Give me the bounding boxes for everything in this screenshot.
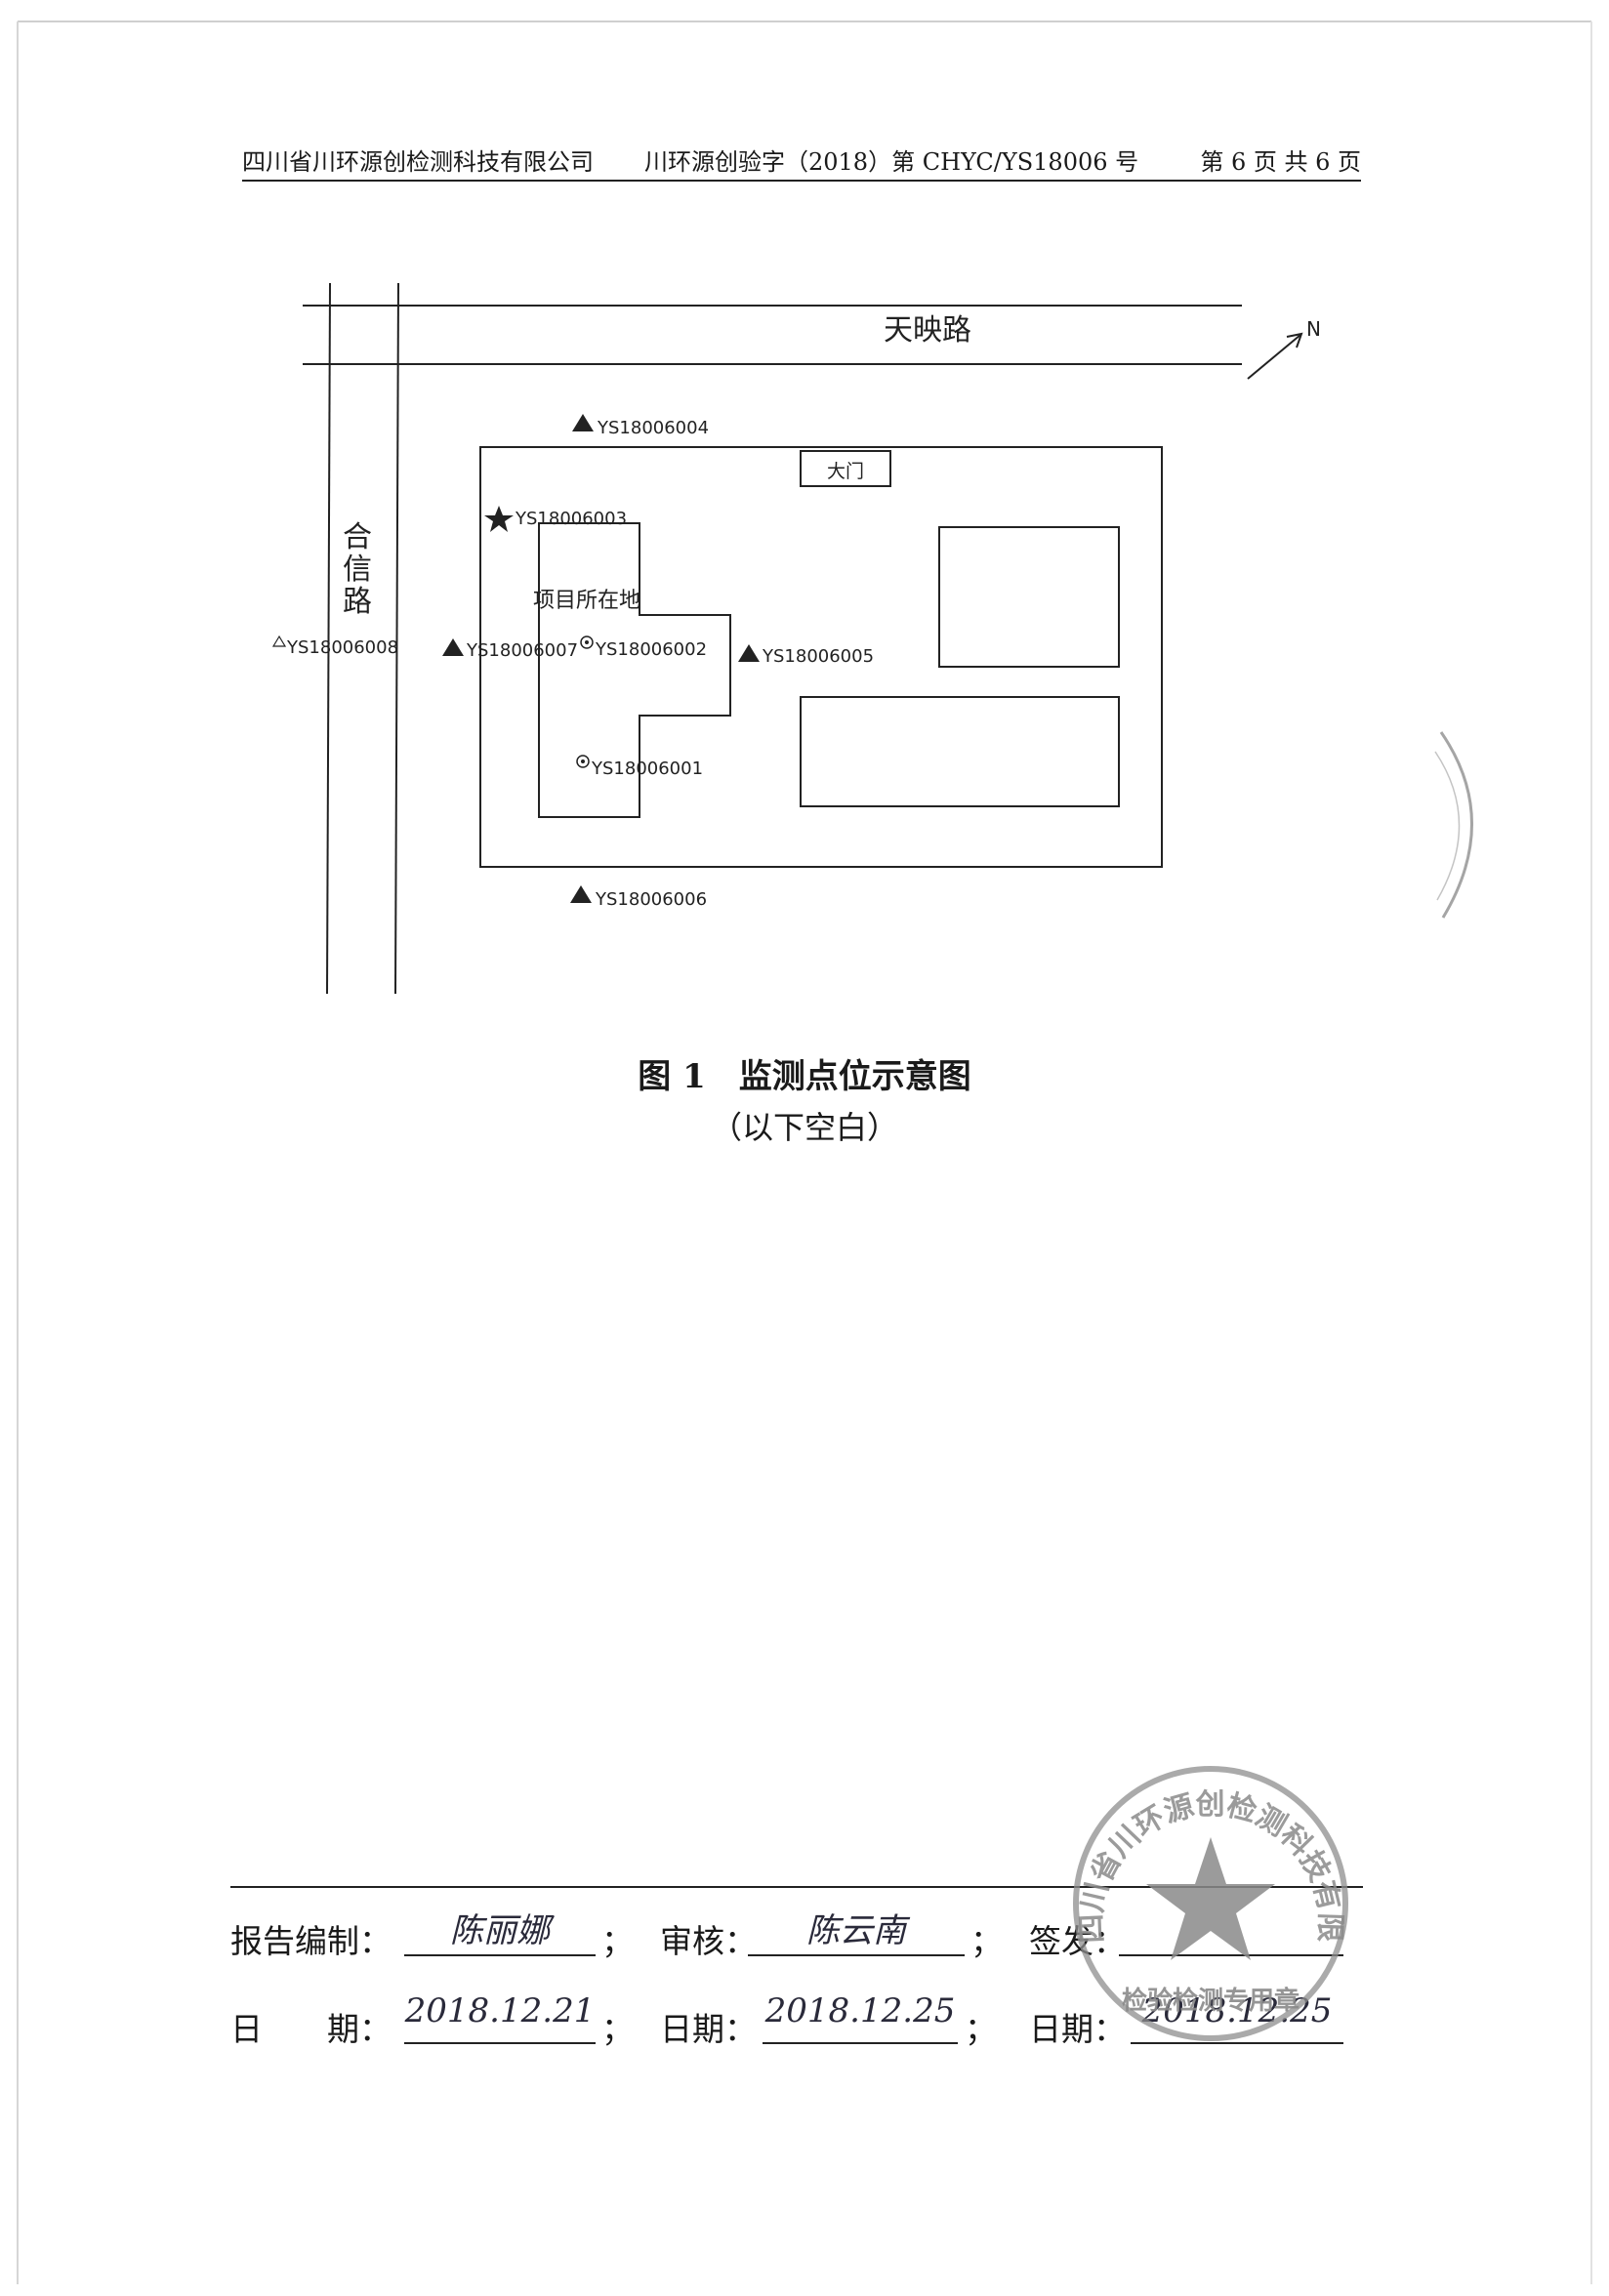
header-report-number: 川环源创验字（2018）第 CHYC/YS18006 号 — [644, 148, 1139, 176]
signoff-row-signers: 报告编制： 陈丽娜 ； 审核： 陈云南 ； 签发： — [230, 1911, 1363, 1974]
issue-signature — [1119, 1904, 1343, 1956]
road-label-tianying: 天映路 — [884, 313, 971, 348]
road-label-hexin-1: 合 — [343, 520, 372, 554]
road-hexin-left-edge — [326, 282, 331, 995]
open-triangle-point-icon — [271, 635, 287, 647]
point-label-003: YS18006003 — [515, 509, 627, 529]
north-label: N — [1306, 317, 1321, 341]
point-label-001: YS18006001 — [591, 758, 703, 779]
signoff-row-dates: 日 期： 2018.12.21 ； 日期： 2018.12.25 ； 日期： 2… — [230, 1991, 1363, 2062]
north-arrow-icon — [1247, 332, 1303, 380]
page-header: 四川省川环源创检测科技有限公司 川环源创验字（2018）第 CHYC/YS180… — [242, 137, 1361, 182]
point-label-005: YS18006005 — [762, 646, 874, 667]
point-marker-004 — [572, 414, 594, 431]
point-label-006: YS18006006 — [595, 889, 707, 910]
point-label-007: YS18006007 — [466, 640, 578, 661]
signoff-divider — [230, 1886, 1363, 1888]
official-seal-icon: 四川省川环源创检测科技有限公司 检验检测专用章 — [1064, 1757, 1348, 2041]
separator-3: ； — [601, 2010, 634, 2048]
figure-caption: 图 1 监测点位示意图 — [0, 1049, 1609, 1097]
date-compiled: 2018.12.21 — [404, 1991, 596, 2044]
partial-seal-icon — [1434, 731, 1473, 919]
date-label-review: 日期： — [660, 2010, 757, 2048]
date-label-issue: 日期： — [1029, 2010, 1126, 2048]
seal-bottom-text: 检验检测专用章 — [1122, 1986, 1300, 2016]
road-label-hexin-3: 路 — [343, 585, 372, 619]
road-hexin-right-edge — [394, 282, 399, 995]
header-page-info: 第 6 页 共 6 页 — [1200, 148, 1361, 176]
point-label-008: YS18006008 — [286, 637, 398, 658]
gate-box — [800, 450, 891, 487]
point-marker-006 — [570, 885, 592, 903]
point-label-004: YS18006004 — [597, 418, 709, 438]
circle-point-icon-001 — [576, 755, 590, 768]
compiled-by-signature: 陈丽娜 — [404, 1904, 596, 1956]
project-building-outline — [538, 522, 731, 818]
point-marker-007 — [442, 638, 464, 656]
road-label-hexin-2: 信 — [343, 553, 372, 587]
star-point-icon — [484, 506, 514, 532]
point-marker-005 — [738, 644, 760, 662]
date-issue: 2018.12.25 — [1131, 1991, 1343, 2044]
circle-point-icon-002 — [580, 636, 594, 649]
date-review: 2018.12.25 — [763, 1991, 958, 2044]
site-boundary — [479, 446, 1163, 868]
figure-title: 监测点位示意图 — [738, 1057, 971, 1096]
blank-below-note: （以下空白） — [710, 1109, 898, 1146]
separator-2: ； — [970, 1922, 1003, 1960]
building-northeast — [938, 526, 1120, 668]
point-label-002: YS18006002 — [595, 639, 707, 660]
project-location-label: 项目所在地 — [533, 589, 640, 613]
separator-1: ； — [601, 1922, 634, 1960]
date-label-compiled: 日 期： — [230, 2010, 392, 2048]
building-east — [800, 696, 1120, 807]
review-label: 审核： — [660, 1922, 757, 1960]
review-signature: 陈云南 — [748, 1904, 965, 1956]
gate-label: 大门 — [827, 461, 864, 482]
compiled-by-label: 报告编制： — [230, 1922, 392, 1960]
figure-number: 图 1 — [638, 1057, 706, 1096]
header-company: 四川省川环源创检测科技有限公司 — [242, 148, 594, 176]
monitoring-point-map: 天映路 合 信 路 N 大门 项目所在地 YS18006004 YS180060… — [271, 282, 1321, 995]
separator-4: ； — [965, 2010, 997, 2048]
